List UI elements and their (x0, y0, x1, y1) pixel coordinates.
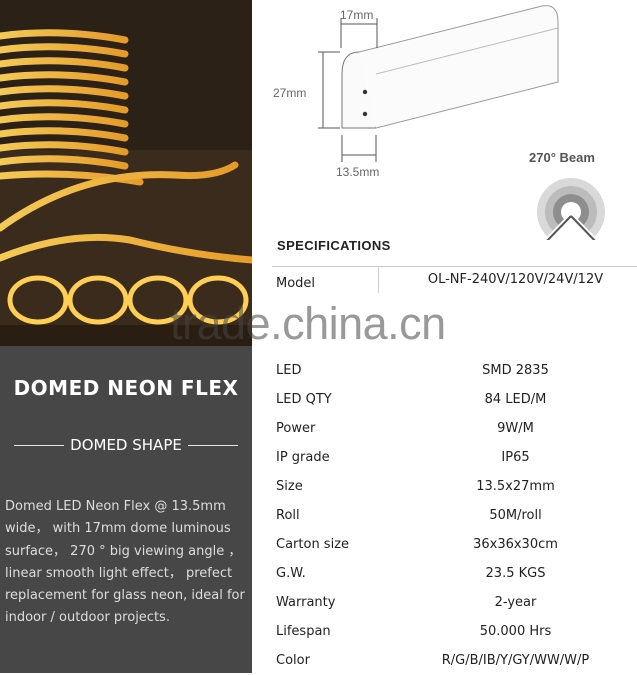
spec-row-warranty: Warranty 2-year (272, 595, 637, 617)
spec-row-carton-size: Carton size 36x36x30cm (272, 537, 637, 559)
product-title: DOMED NEON FLEX (13, 376, 239, 400)
wire-dot (362, 89, 368, 95)
spec-value: 9W/M (497, 421, 534, 436)
spec-value: OL-NF-240V/120V/24V/12V (427, 272, 604, 287)
spec-row-size: Size 13.5x27mm (272, 479, 637, 501)
wire-dot (362, 111, 368, 117)
shape-label: DOMED SHAPE (70, 436, 182, 454)
shape-subtitle: DOMED SHAPE (14, 436, 238, 454)
info-panel: DOMED NEON FLEX DOMED SHAPE Domed LED Ne… (0, 346, 252, 673)
neon-reel-image (0, 0, 252, 346)
spec-value: 2-year (494, 595, 537, 610)
spec-label: Model (276, 276, 316, 291)
spec-label: Lifespan (276, 624, 331, 639)
spec-value: 50.000 Hrs (479, 624, 552, 639)
watermark: trade.china.cn (170, 298, 446, 349)
spec-label: G.W. (276, 566, 306, 581)
spec-label: LED QTY (276, 392, 332, 407)
spec-row-lifespan: Lifespan 50.000 Hrs (272, 624, 637, 646)
spec-value: IP65 (501, 450, 530, 465)
spec-value: 36x36x30cm (473, 537, 558, 552)
spec-label: Power (276, 421, 316, 436)
spec-label: Size (276, 479, 303, 494)
spec-value: SMD 2835 (482, 363, 549, 378)
spec-row-model: Model OL-NF-240V/120V/24V/12V (272, 272, 637, 298)
spec-value: 84 LED/M (484, 392, 547, 407)
spec-column-divider (378, 266, 379, 293)
spec-label: IP grade (276, 450, 330, 465)
specifications-heading: SPECIFICATIONS (277, 238, 391, 253)
bottom-width-label: 13.5mm (336, 165, 380, 179)
spec-value: 50M/roll (489, 508, 542, 523)
product-photo (0, 0, 252, 346)
top-width-label: 17mm (340, 8, 374, 22)
spec-row-ip-grade: IP grade IP65 (272, 450, 637, 472)
spec-row-power: Power 9W/M (272, 421, 637, 443)
spec-row-led: LED SMD 2835 (272, 363, 637, 385)
divider-right (187, 444, 238, 446)
height-label: 27mm (273, 86, 307, 100)
dimension-diagram (318, 5, 605, 240)
spec-label: Roll (276, 508, 300, 523)
spec-row-color: Color R/G/B/IB/Y/GY/WW/W/P (272, 653, 637, 675)
spec-label: Color (276, 653, 310, 668)
product-description: Domed LED Neon Flex @ 13.5mm wide， with … (5, 499, 245, 626)
spec-label: LED (276, 363, 302, 378)
spec-row-gross-weight: G.W. 23.5 KGS (272, 566, 637, 588)
divider-left (14, 444, 65, 446)
spec-label: Warranty (276, 595, 336, 610)
spec-row-roll: Roll 50M/roll (272, 508, 637, 530)
spec-label: Carton size (276, 537, 350, 552)
beam-angle-label: 270° Beam (529, 150, 595, 165)
spec-value: 23.5 KGS (485, 566, 546, 581)
spec-divider (272, 266, 637, 267)
spec-row-led-qty: LED QTY 84 LED/M (272, 392, 637, 414)
beam-angle-icon (537, 178, 605, 240)
spec-value: R/G/B/IB/Y/GY/WW/W/P (441, 653, 590, 668)
spec-value: 13.5x27mm (476, 479, 555, 494)
